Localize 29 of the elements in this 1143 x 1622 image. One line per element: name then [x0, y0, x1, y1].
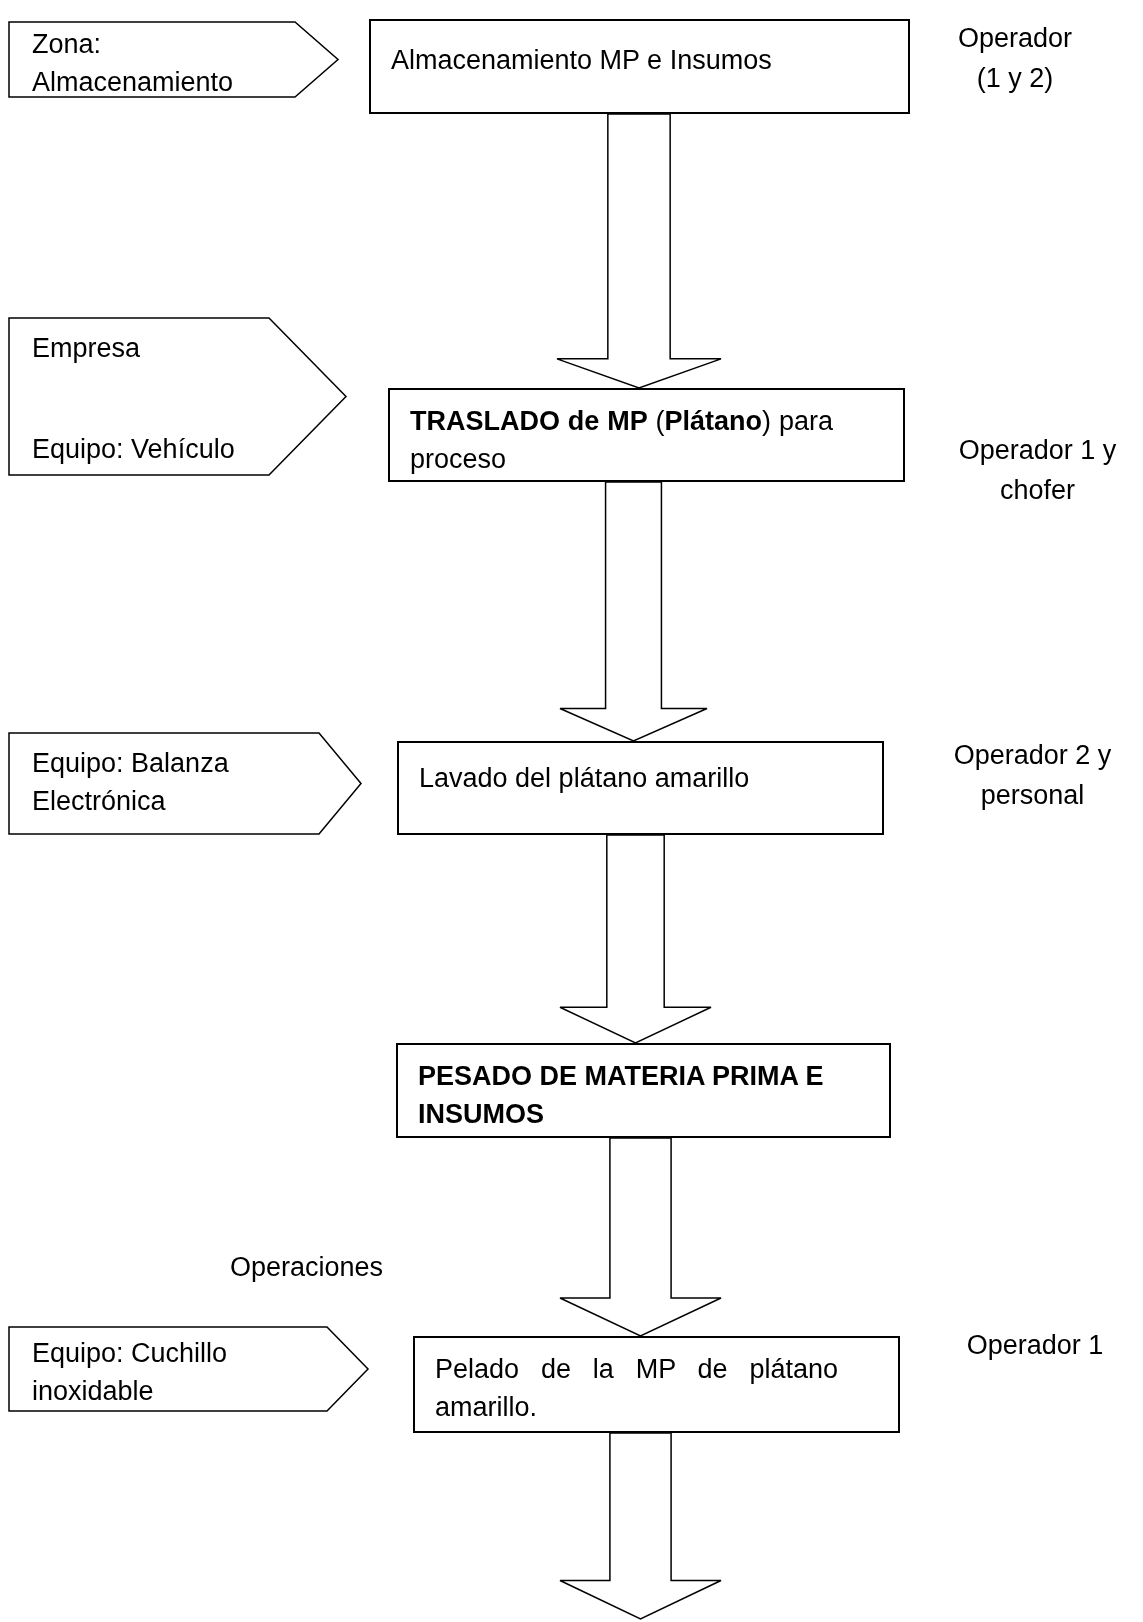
pentagon-box	[8, 1326, 369, 1412]
block-arrow	[558, 1137, 722, 1337]
equipment-text: Equipo: Balanza Electrónica	[32, 747, 230, 818]
equipment-text: Zona: Almacenamiento	[32, 28, 235, 99]
process-box	[388, 388, 905, 482]
step-text: Lavado del plátano amarillo	[419, 762, 751, 795]
step-text: Almacenamiento MP e Insumos	[391, 44, 773, 77]
process-box	[369, 19, 910, 114]
equipment-text: Equipo: Vehículo	[32, 433, 236, 466]
process-box	[413, 1336, 900, 1433]
pentagon-box	[8, 317, 347, 476]
process-box	[396, 1043, 891, 1138]
process-box	[397, 741, 884, 835]
pentagon-box	[8, 21, 339, 98]
pentagon-box	[8, 732, 362, 835]
block-arrow	[558, 481, 708, 742]
block-arrow	[556, 113, 722, 389]
section-label: Operaciones	[230, 1251, 384, 1284]
step-text: PESADO DE MATERIA PRIMA E INSUMOS	[418, 1060, 825, 1131]
step-text: Pelado de la MP de plátano amarillo.	[435, 1353, 838, 1424]
operator-text: Operador (1 y 2)	[956, 22, 1074, 95]
block-arrow	[558, 834, 712, 1044]
equipment-text: Equipo: Cuchillo inoxidable	[32, 1337, 229, 1408]
operator-text: Operador 1 y chofer	[957, 434, 1118, 507]
block-arrow	[558, 1432, 722, 1620]
step-text: TRASLADO de MP (Plátano) para proceso	[410, 405, 833, 476]
operator-text: Operador 1	[965, 1329, 1105, 1362]
operator-text: Operador 2 y personal	[952, 739, 1113, 812]
equipment-text: Empresa	[32, 332, 142, 365]
